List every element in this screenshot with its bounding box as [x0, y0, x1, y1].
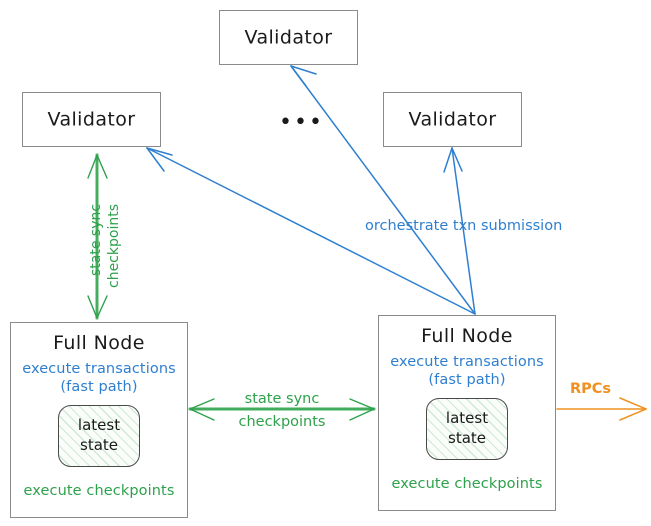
full-node-right-exec-line1: execute transactions [390, 354, 544, 370]
orchestrate-txn-submission-label: orchestrate txn submission [365, 218, 563, 234]
validator-right-box[interactable]: Validator [383, 92, 522, 147]
state-sync-vertical-label-line2: checkpoints [106, 204, 122, 288]
validator-left-label: Validator [47, 108, 136, 131]
full-node-left-exec-line1: execute transactions [22, 361, 176, 377]
full-node-left-checkpoints: execute checkpoints [23, 483, 175, 499]
full-node-left-state-box: latest state [58, 405, 140, 467]
full-node-right-state-box: latest state [426, 398, 508, 460]
full-node-left-state-line1: latest [77, 416, 121, 434]
edge-fullnode-to-validator-right [443, 147, 476, 315]
full-node-left-state-line2: state [80, 436, 118, 454]
full-node-right-box[interactable]: Full Node execute transactions (fast pat… [378, 315, 556, 511]
edge-rpcs [556, 397, 647, 421]
edge-state-sync-vertical [87, 153, 108, 320]
full-node-right-exec-line2: (fast path) [428, 372, 506, 388]
state-sync-horizontal-label-line2: checkpoints [238, 414, 326, 430]
validator-top-box[interactable]: Validator [219, 10, 358, 65]
state-sync-horizontal-label-line1: state sync [244, 391, 320, 407]
full-node-left-exec-line2: (fast path) [60, 379, 138, 395]
edge-fullnode-to-validator-top [290, 65, 476, 315]
full-node-left-title: Full Node [53, 332, 145, 354]
full-node-left-box[interactable]: Full Node execute transactions (fast pat… [10, 322, 188, 518]
state-sync-vertical-label-line1: state sync [88, 203, 104, 276]
full-node-right-title: Full Node [421, 325, 513, 347]
full-node-right-state-line2: state [448, 429, 486, 447]
edge-fullnode-to-validator-left [146, 147, 476, 315]
full-node-right-checkpoints: execute checkpoints [391, 476, 543, 492]
validator-top-label: Validator [244, 26, 333, 49]
rpcs-label: RPCs [570, 381, 612, 397]
edge-state-sync-horizontal [188, 398, 376, 421]
validators-ellipsis-label: ••• [279, 110, 324, 135]
validator-right-label: Validator [408, 108, 497, 131]
validator-left-box[interactable]: Validator [22, 92, 161, 147]
full-node-right-state-line1: latest [445, 409, 489, 427]
